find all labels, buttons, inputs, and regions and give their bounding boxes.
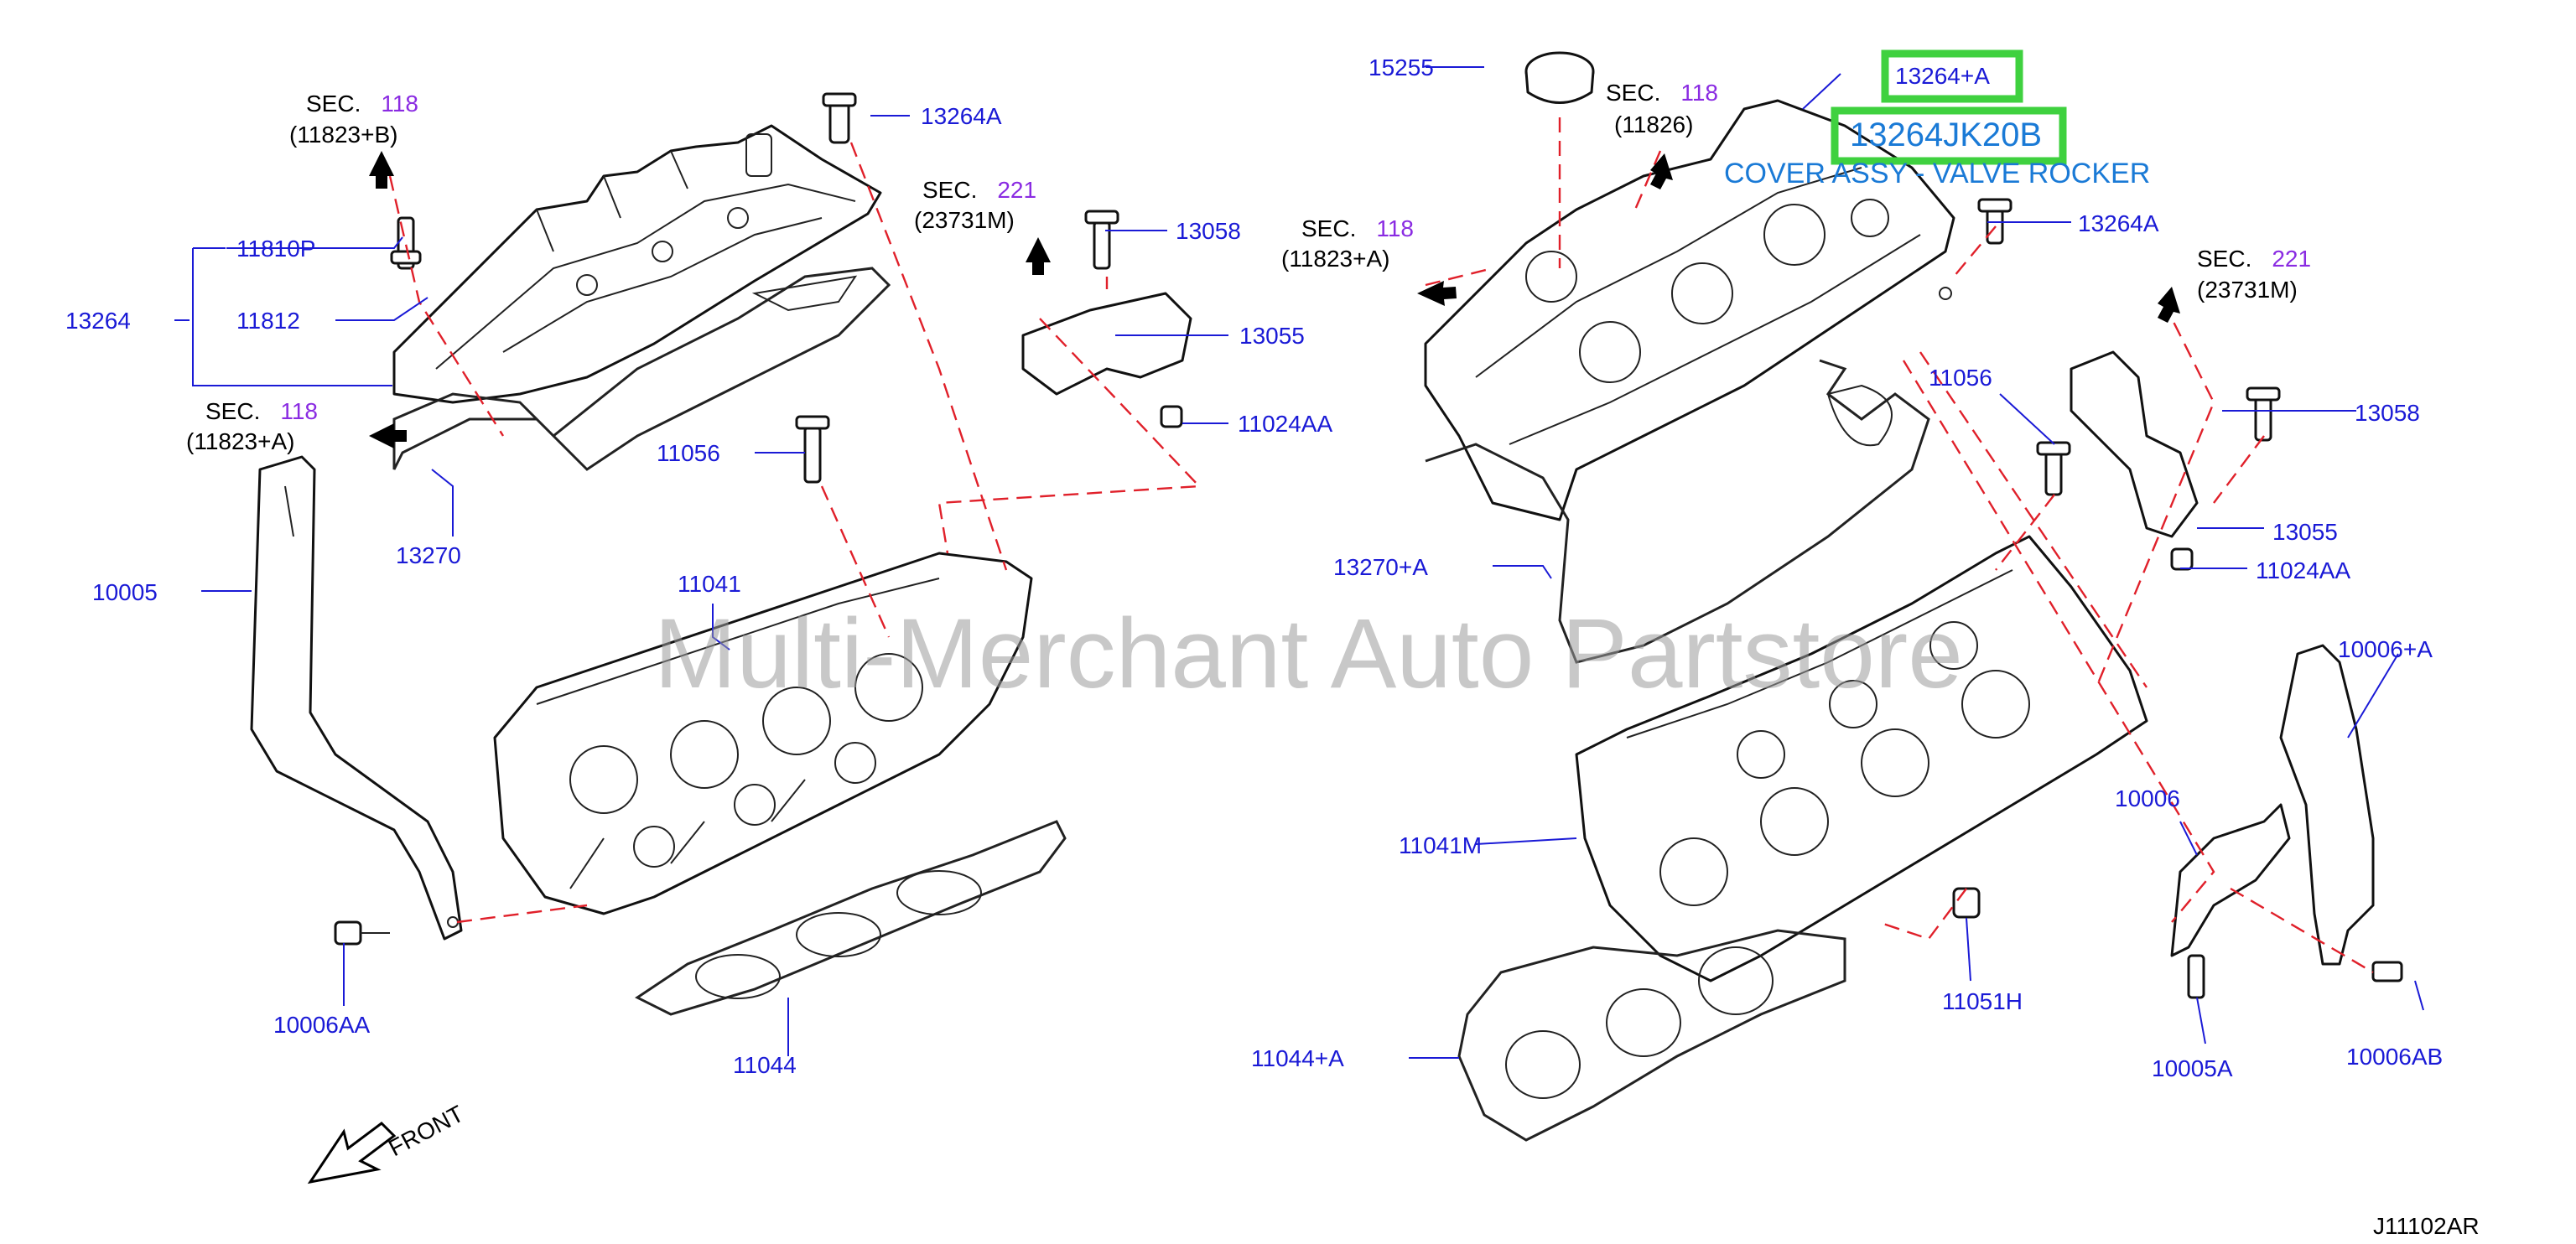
sec-prefix: SEC. [922,177,977,203]
highlight-box-13264JK20B [1831,106,2067,165]
part-label-13270[interactable]: 13270 [396,542,461,568]
left-small-parts [334,92,1192,946]
part-label-11056-right[interactable]: 11056 [1929,365,1992,391]
left-cylinder-head [493,552,1033,915]
sec-prefix: SEC. [1606,80,1660,106]
part-label-10005[interactable]: 10005 [92,579,158,605]
sec-ref-6[interactable]: SEC. 221 (23731M) [2197,246,2311,303]
sec-ref-1[interactable]: SEC. 118 (11823+B) [289,91,418,148]
highlight-box-13264plusA [1881,49,2023,103]
oil-filler-cap [1524,51,1595,104]
sec-sub: (23731M) [914,207,1015,233]
part-label-11810P[interactable]: 11810P [236,236,315,262]
left-head-gasket [635,820,1067,1016]
arrow-up-icon [2158,287,2180,323]
sec-number: 221 [2272,246,2311,272]
part-description-cover: COVER ASSY - VALVE ROCKER [1724,158,2150,189]
part-label-11041M[interactable]: 11041M [1399,832,1482,858]
part-label-11056-left[interactable]: 11056 [657,440,720,466]
part-label-10006[interactable]: 10006 [2115,785,2180,811]
svg-text:SEC.118: SEC. 118 [205,398,318,424]
part-label-13264A-right[interactable]: 13264A [2078,210,2159,236]
sec-number: 118 [1376,215,1414,241]
sec-prefix: SEC. [205,398,260,424]
part-label-11041[interactable]: 11041 [678,571,741,597]
sec-number: 118 [381,91,418,117]
part-label-10006plusA[interactable]: 10006+A [2338,636,2433,662]
left-valve-cover [392,124,882,404]
right-head-gasket [1457,929,1846,1142]
right-cover-gasket [1425,359,1930,664]
leader-lines [174,66,2424,1059]
part-label-13264plusA[interactable]: 13264+A [1895,63,1990,89]
right-valve-cover [1424,99,1955,521]
part-label-13264A-left[interactable]: 13264A [921,103,1002,129]
svg-text:SEC.118: SEC. 118 [1301,215,1414,241]
part-label-13058-right[interactable]: 13058 [2355,400,2420,426]
arrow-left-icon [369,423,407,448]
arrow-left-icon [1417,281,1457,306]
sec-sub: (11823+A) [186,428,294,454]
part-label-11051H[interactable]: 11051H [1942,988,2023,1014]
part-label-13058-left[interactable]: 13058 [1176,218,1241,244]
part-label-11812[interactable]: 11812 [236,308,300,334]
part-label-15255[interactable]: 15255 [1368,54,1434,80]
sec-number: 118 [280,398,318,424]
sec-sub: (23731M) [2197,277,2298,303]
part-label-11044[interactable]: 11044 [733,1052,797,1078]
part-label-13270plusA[interactable]: 13270+A [1333,554,1428,580]
sec-sub: (11823+B) [289,122,397,148]
svg-text:SEC.221: SEC. 221 [2197,246,2311,272]
part-label-10006AB[interactable]: 10006AB [2346,1044,2443,1070]
part-label-11044plusA[interactable]: 11044+A [1251,1045,1344,1071]
part-label-10005A[interactable]: 10005A [2152,1055,2233,1081]
assembly-dashed-lines [388,117,2374,974]
svg-text:SEC.118: SEC. 118 [306,91,418,117]
part-label-11024AA-left[interactable]: 11024AA [1238,411,1332,437]
sec-number: 221 [997,177,1036,203]
part-label-11024AA-right[interactable]: 11024AA [2256,557,2350,583]
part-label-13055-left[interactable]: 13055 [1239,323,1305,349]
front-label: FRONT [384,1101,468,1162]
sec-prefix: SEC. [306,91,361,117]
arrow-up-icon [369,151,394,189]
front-direction-arrow [307,1122,397,1184]
sec-ref-5[interactable]: SEC. 118 (11823+A) [1281,215,1414,272]
sec-ref-2[interactable]: SEC. 118 (11823+A) [186,398,318,454]
sec-number: 118 [1680,80,1718,106]
part-label-13264JK20B[interactable]: 13264JK20B [1850,117,2042,153]
svg-text:SEC.221: SEC. 221 [922,177,1036,203]
right-cylinder-head [1575,535,2148,982]
arrow-up-icon [1026,237,1051,275]
part-label-10006AA[interactable]: 10006AA [273,1012,371,1038]
left-cover-gasket [392,267,891,471]
sec-prefix: SEC. [1301,215,1356,241]
right-small-parts [1952,198,2403,999]
svg-text:SEC.118: SEC. 118 [1606,80,1718,106]
section-arrows [369,151,2180,448]
sec-prefix: SEC. [2197,246,2251,272]
sec-ref-4[interactable]: SEC. 118 (11826) [1606,80,1718,137]
part-label-13264[interactable]: 13264 [65,308,131,334]
diagram-code: J11102AR [2373,1213,2480,1239]
left-engine-bracket [250,455,463,941]
sec-sub: (11823+A) [1281,246,1389,272]
watermark: Multi-Merchant Auto Partstore [654,599,1963,709]
part-label-13055-right[interactable]: 13055 [2272,519,2338,545]
sec-sub: (11826) [1614,111,1693,137]
arrow-up-icon [1650,153,1673,189]
right-engine-bracket [2170,644,2375,966]
sec-ref-3[interactable]: SEC. 221 (23731M) [914,177,1036,233]
